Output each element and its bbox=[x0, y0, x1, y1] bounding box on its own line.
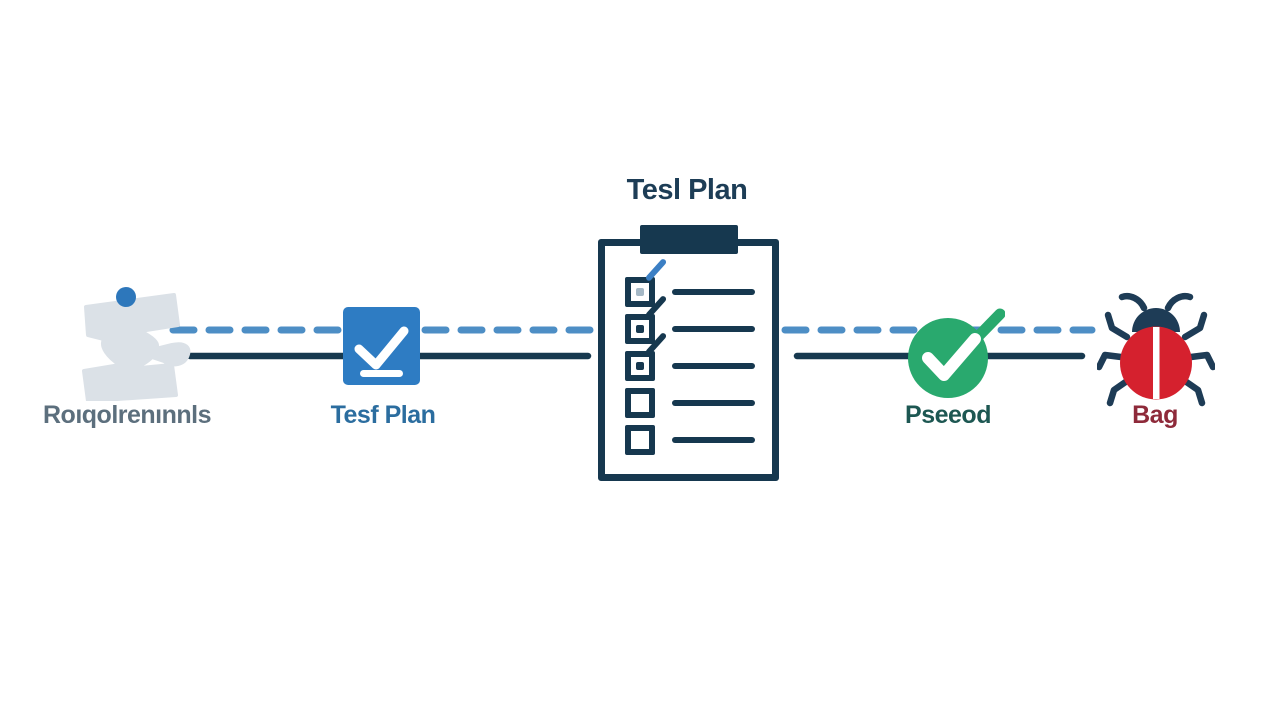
check-square-glyph bbox=[354, 326, 409, 377]
checkbox-icon bbox=[625, 425, 655, 455]
test-plan-label: Tesf Plan bbox=[330, 401, 436, 429]
puzzle-piece-icon bbox=[82, 287, 191, 401]
bug-head bbox=[1132, 308, 1180, 332]
checklist-row bbox=[625, 425, 765, 455]
bug-icon bbox=[1097, 292, 1215, 407]
check-tick-icon bbox=[644, 257, 668, 283]
check-square-icon bbox=[343, 307, 420, 385]
checkbox-mark bbox=[636, 362, 644, 370]
clipboard-clip bbox=[639, 225, 738, 254]
checklist-row bbox=[625, 257, 765, 307]
list-line bbox=[672, 326, 755, 332]
list-line bbox=[672, 400, 755, 406]
checkbox-mark bbox=[636, 325, 644, 333]
puzzle-dot bbox=[116, 287, 136, 307]
list-line bbox=[672, 363, 755, 369]
bug-label: Bag bbox=[1132, 401, 1178, 429]
checklist-row bbox=[625, 388, 765, 418]
checklist-row bbox=[625, 331, 765, 381]
checkbox-mark bbox=[636, 288, 644, 296]
checkbox-icon bbox=[625, 388, 655, 418]
checklist-row bbox=[625, 294, 765, 344]
test-plan-title: Tesl Plan bbox=[626, 174, 748, 206]
requirements-label: Roıqolrenınnls bbox=[43, 401, 212, 429]
check-circle-icon bbox=[908, 308, 1005, 398]
passed-label: Pseeod bbox=[905, 401, 991, 429]
list-line bbox=[672, 437, 755, 443]
list-line bbox=[672, 289, 755, 295]
bug-wing-split bbox=[1153, 327, 1160, 399]
clipboard-checklist-icon bbox=[598, 225, 779, 481]
